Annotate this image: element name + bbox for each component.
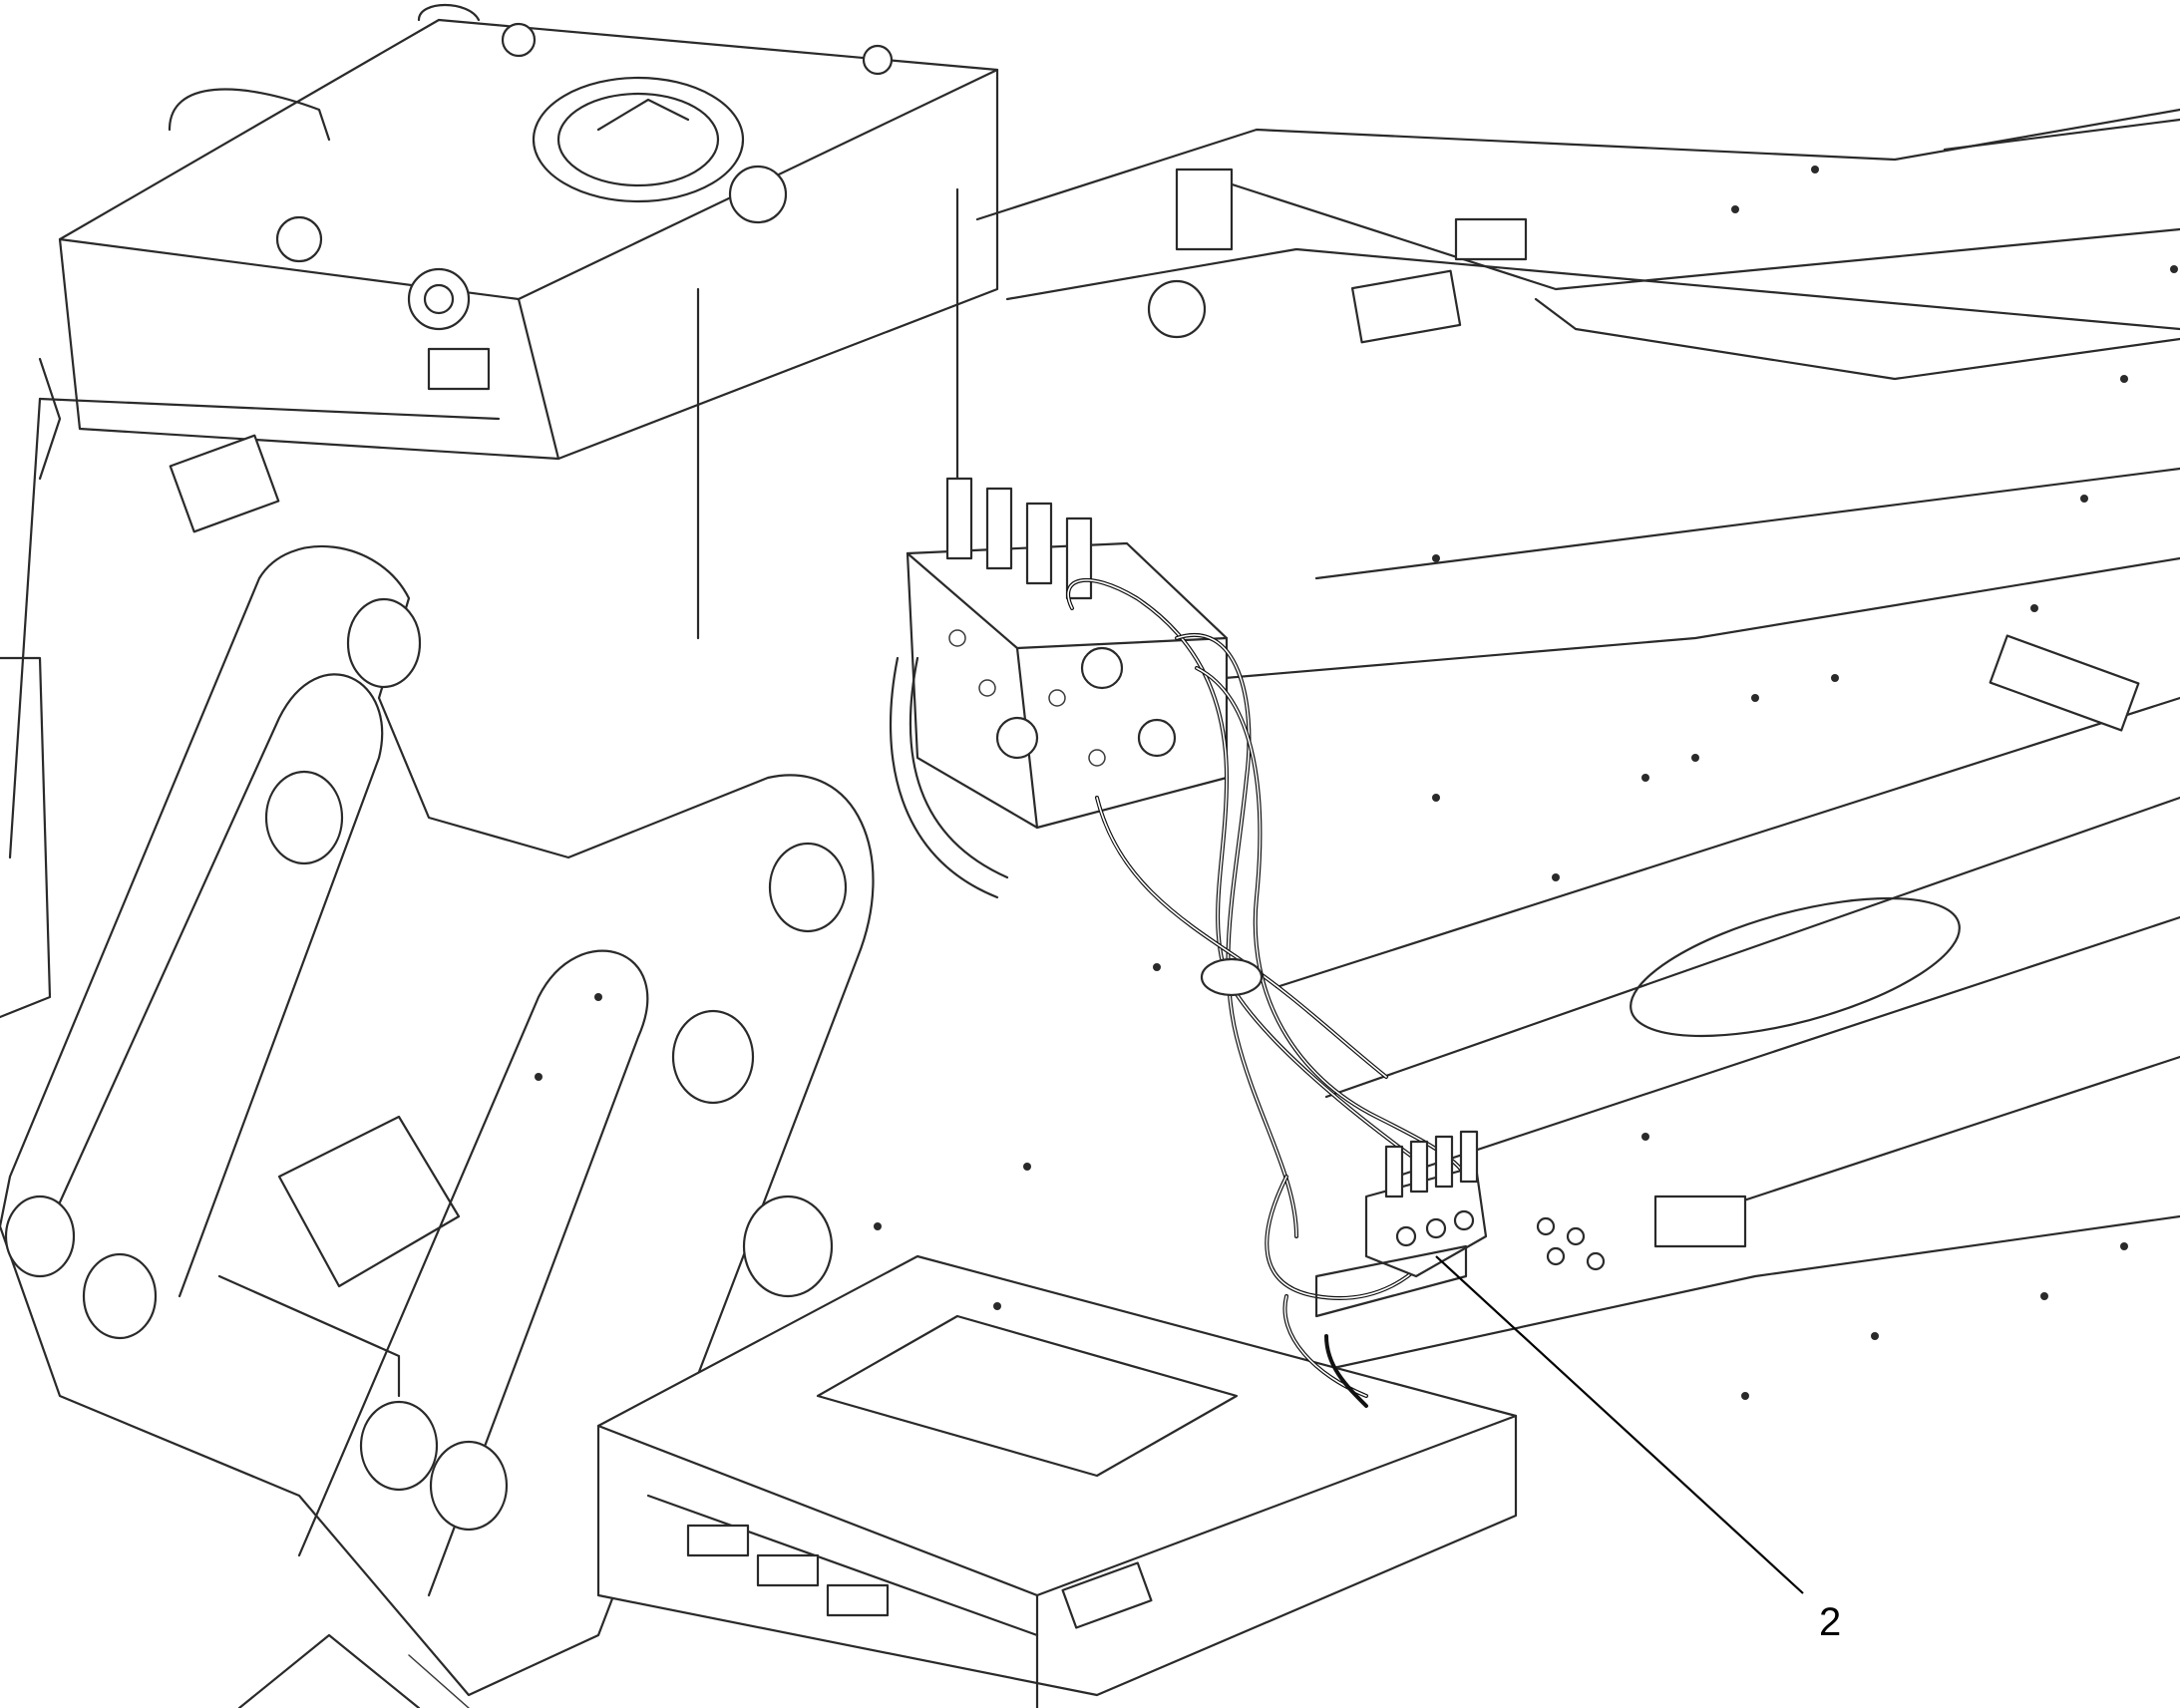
pilot-hoses: [1066, 577, 1468, 1408]
hydraulic-tank: [8, 3, 999, 859]
battery-box: [237, 1254, 1518, 1708]
pilot-valve-block: [1314, 1130, 1606, 1318]
callout-2: 2: [1435, 1255, 1841, 1644]
main-control-valve: [889, 477, 1229, 899]
frame-rails: [975, 108, 2180, 1378]
mounting-holes: [535, 166, 2178, 1400]
callout-label: 2: [1819, 1600, 1841, 1644]
